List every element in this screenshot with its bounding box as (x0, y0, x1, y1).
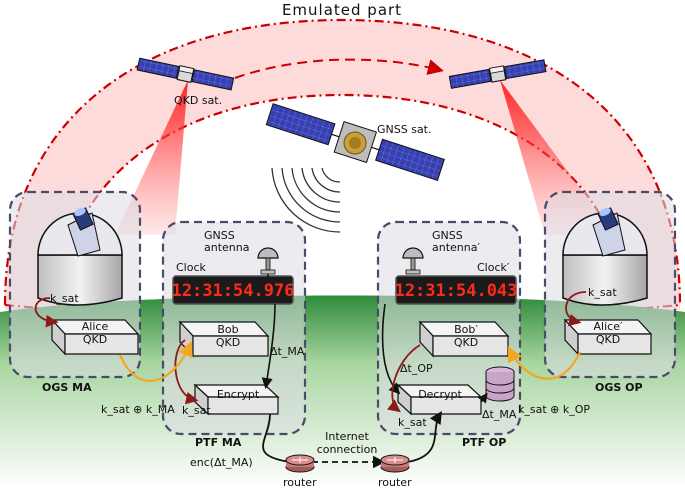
qkd-satellite-right-icon (448, 59, 547, 89)
decrypt-label: Decrypt (418, 388, 462, 401)
bob-qkd-label-line1: Bob (217, 323, 238, 336)
key-link-ma (118, 340, 193, 383)
alice-qkd-label-line2: QKD (83, 333, 107, 346)
delta-t-op-label: Δt_OP (400, 362, 433, 375)
alice-prime-qkd-box[interactable] (563, 318, 653, 356)
qkd-satellite-left-icon (136, 57, 235, 91)
bob-prime-qkd-label-line1: Bob′ (454, 323, 478, 336)
delta-t-ma-link (261, 303, 276, 390)
clock-ma-label: Clock (176, 261, 207, 274)
clock-ma-value: 12:31:54.976 (172, 281, 295, 301)
bob-qkd-label-line2: QKD (216, 336, 240, 349)
ksat-link-decrypt (387, 344, 421, 413)
k-sum-ma-label: k_sat ⊕ k_MA (101, 403, 175, 416)
clock-op-display (395, 275, 517, 305)
satellite-motion-arrow (234, 58, 444, 79)
bob-prime-qkd-label-line2: QKD (454, 336, 478, 349)
alice-qkd-box[interactable] (50, 318, 140, 356)
bob-prime-qkd-box[interactable] (418, 320, 510, 358)
gnss-antenna-ma-label-line1: GNSS (204, 229, 235, 242)
router-right-icon (380, 454, 410, 473)
alice-qkd-label-line1: Alice (82, 320, 109, 333)
emulated-part-title: Emulated part (282, 1, 402, 19)
emulated-boundary-outer (3, 18, 682, 306)
emulated-region (5, 20, 680, 310)
encrypt-box[interactable] (193, 383, 280, 416)
ksat-link-op (565, 291, 587, 327)
telescope-dome-ma-icon (37, 207, 123, 306)
qkd-satellite-label: QKD sat. (174, 94, 222, 107)
ptf-op-label: PTF OP (462, 436, 506, 449)
internet-connection-label-line2: connection (317, 443, 378, 456)
k-sat-label-ogs-ma: k_sat (50, 292, 79, 305)
alice-prime-qkd-label-line2: QKD (596, 333, 620, 346)
clock-op-value: 12:31:54.043 (395, 281, 518, 301)
router-to-decrypt-link (407, 410, 442, 463)
encrypt-label: Encrypt (217, 388, 260, 401)
router-left-icon (285, 454, 315, 473)
ogs-op-label: OGS OP (595, 381, 643, 394)
gnss-satellite-icon (265, 103, 445, 181)
gnss-antenna-op-label-line1: GNSS (432, 229, 463, 242)
k-sum-op-label: k_sat ⊕ k_OP (518, 403, 590, 416)
router-left-label: router (283, 476, 317, 488)
gnss-antenna-op-icon (402, 247, 424, 275)
alice-prime-qkd-label-line1: Alice′ (594, 320, 623, 333)
database-icon (485, 366, 515, 402)
encrypt-to-router-link (262, 413, 291, 463)
delta-t-ma-result-label: Δt_MA (482, 408, 517, 421)
ogs-ma-label: OGS MA (42, 381, 92, 394)
router-right-label: router (378, 476, 412, 488)
gnss-antenna-op-label-line2: antenna′ (432, 241, 480, 254)
clock-ma-display (172, 275, 294, 305)
key-link-op (508, 346, 581, 380)
k-sat-encrypt-label: k_sat (182, 404, 211, 417)
ptf-ma-label: PTF MA (195, 436, 242, 449)
enc-delta-t-label: enc(Δt_MA) (190, 456, 253, 469)
gnss-signal-waves (271, 167, 341, 233)
delta-t-ma-label: Δt_MA (270, 345, 305, 358)
k-sat-label-ogs-op: k_sat (588, 286, 617, 299)
gnss-satellite-label: GNSS sat. (377, 123, 432, 136)
gnss-antenna-ma-label-line2: antenna (204, 241, 249, 254)
ksat-link-ma (34, 297, 59, 328)
clock-op-label: Clock′ (477, 261, 510, 274)
internet-connection-label-line1: Internet (325, 430, 369, 443)
gnss-antenna-ma-icon (257, 247, 279, 275)
decrypt-to-db (477, 392, 488, 404)
k-sat-decrypt-label: k_sat (398, 416, 427, 429)
